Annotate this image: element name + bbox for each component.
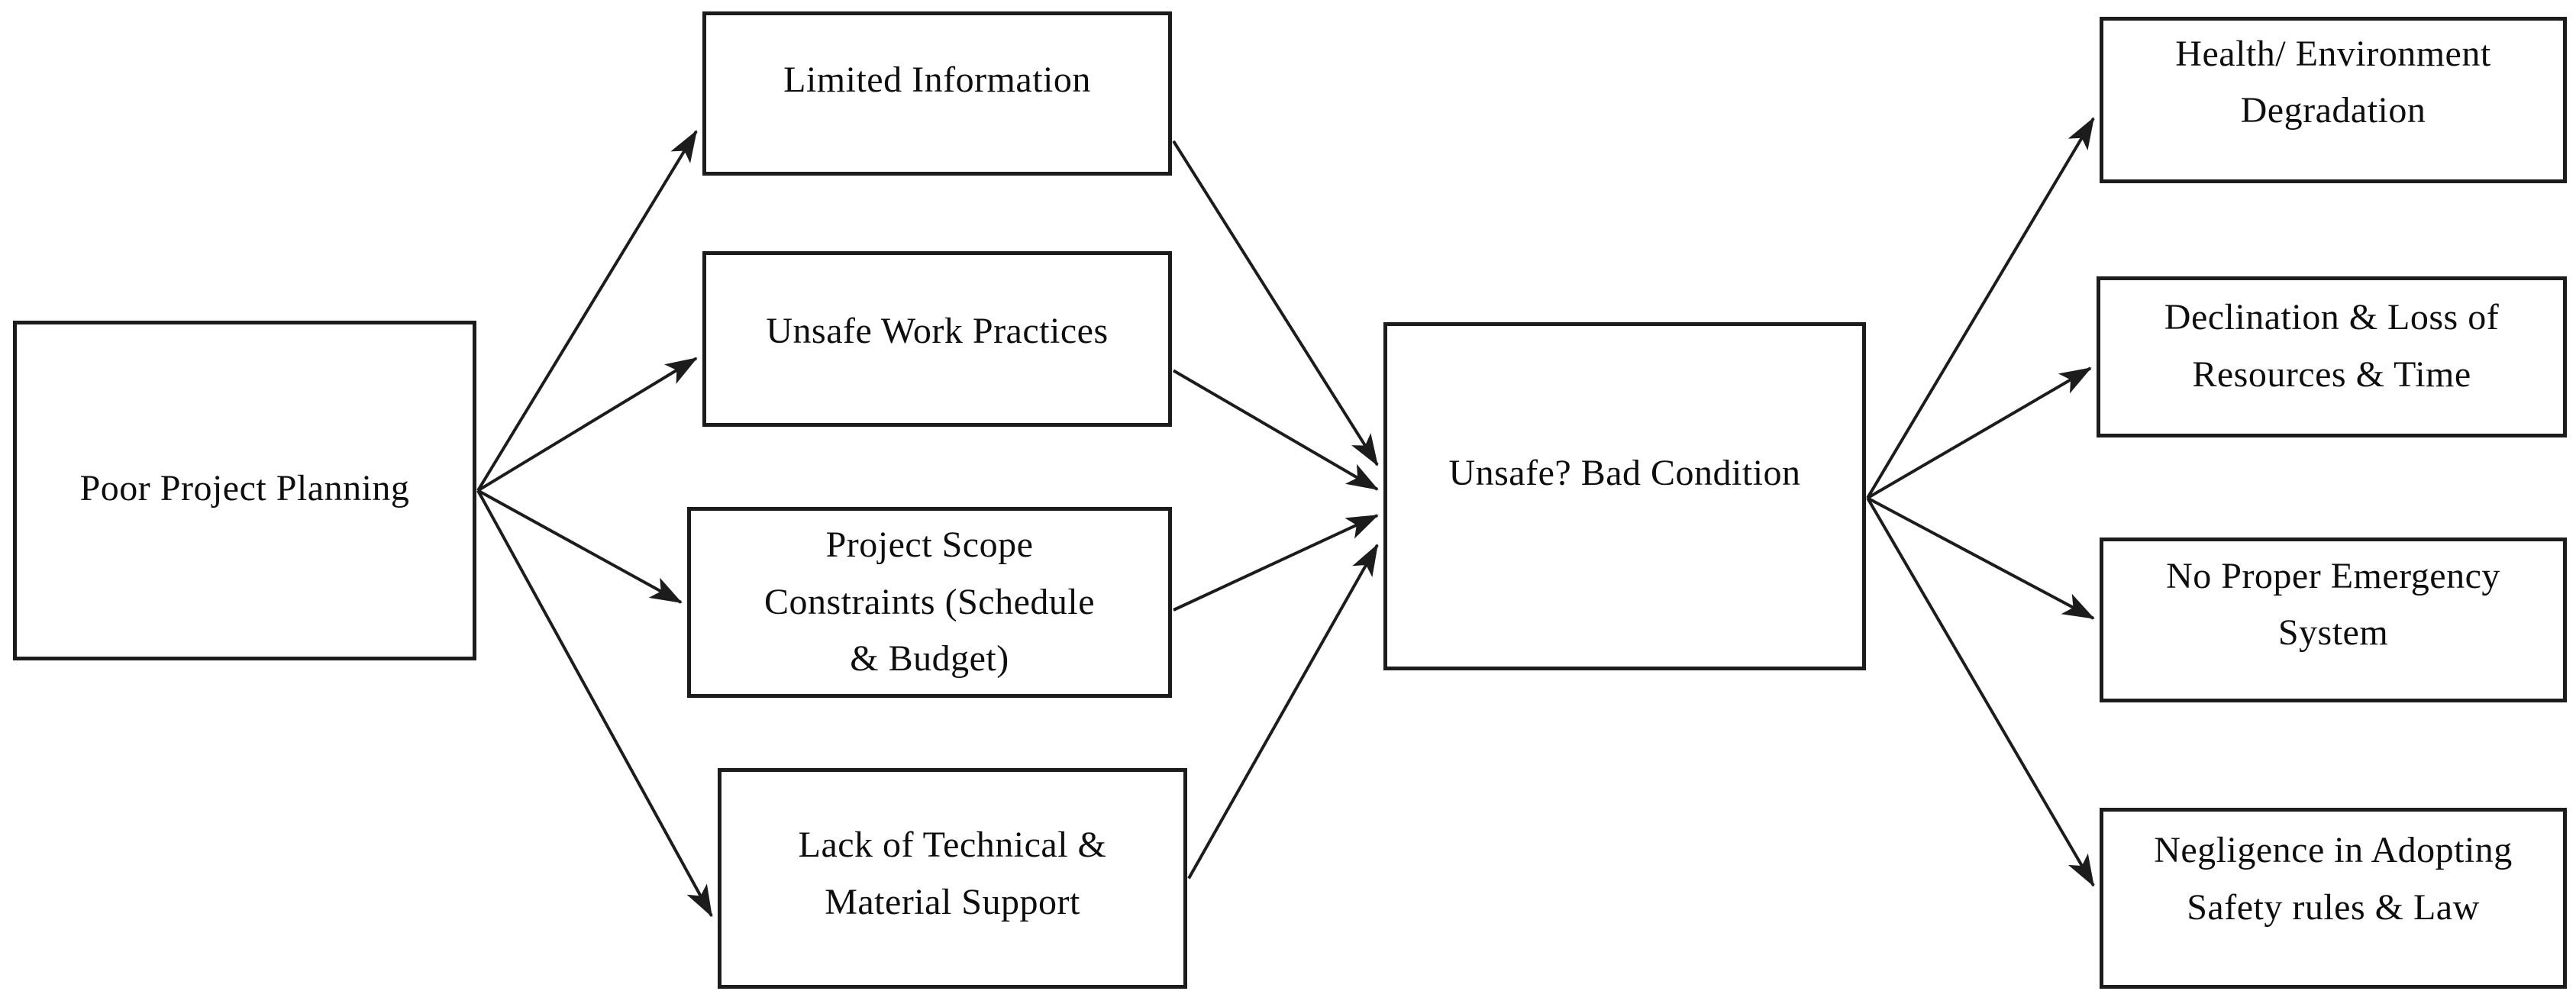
node-limited-information: Limited Information <box>702 11 1172 176</box>
node-label-line: System <box>2277 612 2389 653</box>
node-poor-project-planning: Poor Project Planning <box>13 321 476 660</box>
node-label-line: Material Support <box>825 881 1080 922</box>
node-label: No Proper Emergency System <box>2166 548 2500 662</box>
node-label-line: Health/ Environment <box>2175 33 2491 74</box>
node-label-line: Poor Project Planning <box>79 468 410 509</box>
arrow-scope-to-bad <box>1173 514 1379 612</box>
node-label: Project Scope Constraints (Schedule & Bu… <box>764 517 1095 687</box>
arrow-bad-to-negligence <box>1866 497 2095 887</box>
node-label-line: Resources & Time <box>2192 353 2471 395</box>
node-label-line: Unsafe? Bad Condition <box>1448 452 1801 493</box>
node-label-line: Limited Information <box>783 60 1091 101</box>
node-health-environment-degradation: Health/ Environment Degradation <box>2100 17 2567 183</box>
node-project-scope-constraints: Project Scope Constraints (Schedule & Bu… <box>687 507 1172 698</box>
arrow-poor-to-limited <box>476 130 698 492</box>
node-label-line: Safety rules & Law <box>2187 886 2480 928</box>
arrow-bad-to-emergency <box>1867 496 2095 620</box>
node-label-line: Negligence in Adopting <box>2154 830 2513 871</box>
node-label-line: Project Scope <box>825 525 1034 566</box>
arrow-poor-to-lack <box>476 489 713 918</box>
node-label: Unsafe? Bad Condition <box>1448 445 1800 502</box>
node-label: Poor Project Planning <box>80 460 410 517</box>
arrow-poor-to-practices <box>476 357 698 492</box>
node-label-line: Declination & Loss of <box>2164 297 2500 338</box>
arrow-poor-to-scope <box>477 489 683 604</box>
arrow-bad-to-declination <box>1866 366 2092 500</box>
node-label: Limited Information <box>783 52 1091 108</box>
node-label: Declination & Loss of Resources & Time <box>2164 289 2499 403</box>
node-label: Unsafe Work Practices <box>766 303 1108 360</box>
node-lack-of-technical-material-support: Lack of Technical & Material Support <box>718 768 1187 989</box>
node-negligence-adopting-safety-rules-law: Negligence in Adopting Safety rules & La… <box>2100 808 2567 989</box>
node-label-line: Unsafe Work Practices <box>766 310 1109 351</box>
arrow-lack-to-bad <box>1187 544 1379 880</box>
node-label-line: Degradation <box>2240 90 2426 131</box>
node-label-line: Lack of Technical & <box>798 825 1107 866</box>
node-label-line: & Budget) <box>850 638 1009 680</box>
arrow-limited-to-bad <box>1172 140 1379 466</box>
node-no-proper-emergency-system: No Proper Emergency System <box>2100 538 2567 702</box>
arrow-practices-to-bad <box>1172 369 1379 491</box>
arrow-bad-to-health <box>1866 117 2095 499</box>
node-declination-loss-of-resources-time: Declination & Loss of Resources & Time <box>2097 276 2567 437</box>
node-label: Negligence in Adopting Safety rules & La… <box>2154 822 2513 936</box>
node-unsafe-work-practices: Unsafe Work Practices <box>702 251 1172 427</box>
node-label-line: Constraints (Schedule <box>763 581 1096 622</box>
node-unsafe-bad-condition: Unsafe? Bad Condition <box>1383 322 1866 670</box>
node-label-line: No Proper Emergency <box>2166 555 2500 596</box>
node-label: Health/ Environment Degradation <box>2175 26 2490 140</box>
node-label: Lack of Technical & Material Support <box>799 817 1107 931</box>
